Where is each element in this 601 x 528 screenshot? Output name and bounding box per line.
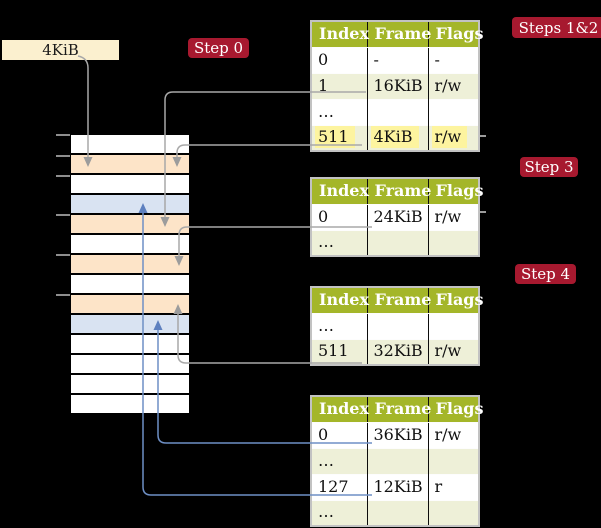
table-cell: 0 [311, 203, 368, 230]
memory-row-5 [71, 215, 189, 233]
table-cell: 0 [311, 46, 368, 73]
table3-header-index: Index [311, 287, 369, 314]
memory-row-10 [71, 315, 189, 333]
table-row: … [311, 499, 480, 526]
table-row: 0 - - [311, 46, 480, 73]
address-tick-mark [56, 214, 70, 216]
table4-header-index: Index [311, 396, 369, 423]
table-cell: 4KiB [367, 124, 429, 151]
table-cell: 36KiB [367, 421, 429, 448]
table-cell: r/w [428, 72, 480, 99]
memory-row-1 [71, 135, 189, 153]
table-cell: … [311, 447, 368, 474]
highlight-mark: r/w [431, 126, 468, 149]
table2-header-index: Index [311, 178, 369, 205]
table-cell: 24KiB [367, 203, 429, 230]
table4-header-flags: Flags [428, 396, 484, 423]
table-cell [367, 229, 429, 256]
memory-row-12 [71, 355, 189, 373]
memory-row-7 [71, 255, 189, 273]
table-cell [428, 312, 480, 339]
table2-header-frame: Frame [367, 178, 431, 205]
memory-row-9 [71, 295, 189, 313]
memory-row-6 [71, 235, 189, 253]
table-row-highlighted: 511 4KiB r/w [311, 124, 480, 151]
table-cell [367, 312, 429, 339]
table-row: … [311, 229, 480, 256]
table-cell [428, 98, 480, 125]
table-cell: - [367, 46, 429, 73]
table-cell: … [311, 229, 368, 256]
badge-step-0: Step 0 [188, 38, 249, 58]
page-table-1: Index Frame Flags 0 - - 1 16KiB r/w … [310, 20, 484, 152]
table-cell: 32KiB [367, 338, 429, 365]
table-row: … [311, 312, 480, 339]
badge-step-3: Step 3 [520, 157, 578, 177]
table-cell: r/w [428, 338, 480, 365]
address-tick-mark [56, 134, 70, 136]
table-row: 1 16KiB r/w [311, 72, 480, 99]
memory-row-8 [71, 275, 189, 293]
table-row: … [311, 98, 480, 125]
table-cell: 16KiB [367, 72, 429, 99]
table-row: … [311, 447, 480, 474]
memory-row-4 [71, 195, 189, 213]
table-cell: … [311, 98, 368, 125]
table-cell: … [311, 499, 368, 526]
table-cell [367, 499, 429, 526]
table-cell: … [311, 312, 368, 339]
table-cell: 12KiB [367, 473, 429, 500]
table-cell: r/w [428, 203, 480, 230]
table3-header-flags: Flags [428, 287, 484, 314]
table-cell: 0 [311, 421, 368, 448]
table4-header-frame: Frame [367, 396, 431, 423]
address-tick-mark [56, 254, 70, 256]
table-cell: r [428, 473, 480, 500]
table-row: 127 12KiB r [311, 473, 480, 500]
table-cell: 1 [311, 72, 368, 99]
table-cell [428, 447, 480, 474]
table1-header-flags: Flags [428, 21, 484, 48]
table-cell: r/w [428, 124, 480, 151]
table-row: 511 32KiB r/w [311, 338, 480, 365]
page-table-2: Index Frame Flags 0 24KiB r/w … [310, 177, 484, 257]
frame-address-box: 4KiB [2, 40, 119, 60]
table1-header-index: Index [311, 21, 369, 48]
page-table-3: Index Frame Flags … 511 32KiB r/w [310, 286, 484, 366]
table-cell [367, 447, 429, 474]
highlight-mark: 4KiB [370, 126, 419, 149]
table2-header-flags: Flags [428, 178, 484, 205]
frame-address-label: 4KiB [42, 41, 79, 59]
table-cell: 127 [311, 473, 368, 500]
memory-row-14 [71, 395, 189, 413]
table3-header-frame: Frame [367, 287, 431, 314]
address-tick-mark [56, 175, 70, 177]
table-cell [367, 98, 429, 125]
table1-header-frame: Frame [367, 21, 431, 48]
address-tick-mark [56, 155, 70, 157]
table-row: 0 24KiB r/w [311, 203, 480, 230]
memory-row-2 [71, 155, 189, 173]
table-cell [428, 229, 480, 256]
table-cell: 511 [311, 338, 368, 365]
table-cell: - [428, 46, 480, 73]
address-tick-mark [56, 294, 70, 296]
page-table-4: Index Frame Flags 0 36KiB r/w … 127 [310, 395, 484, 527]
table-row: 0 36KiB r/w [311, 421, 480, 448]
highlight-mark: 511 [315, 126, 355, 149]
table-cell: r/w [428, 421, 480, 448]
memory-row-3 [71, 175, 189, 193]
memory-row-13 [71, 375, 189, 393]
badge-steps-1-2: Steps 1&2 [512, 17, 601, 38]
badge-step-4: Step 4 [515, 264, 576, 284]
table-cell: 511 [311, 124, 368, 151]
memory-row-11 [71, 335, 189, 353]
table-cell [428, 499, 480, 526]
